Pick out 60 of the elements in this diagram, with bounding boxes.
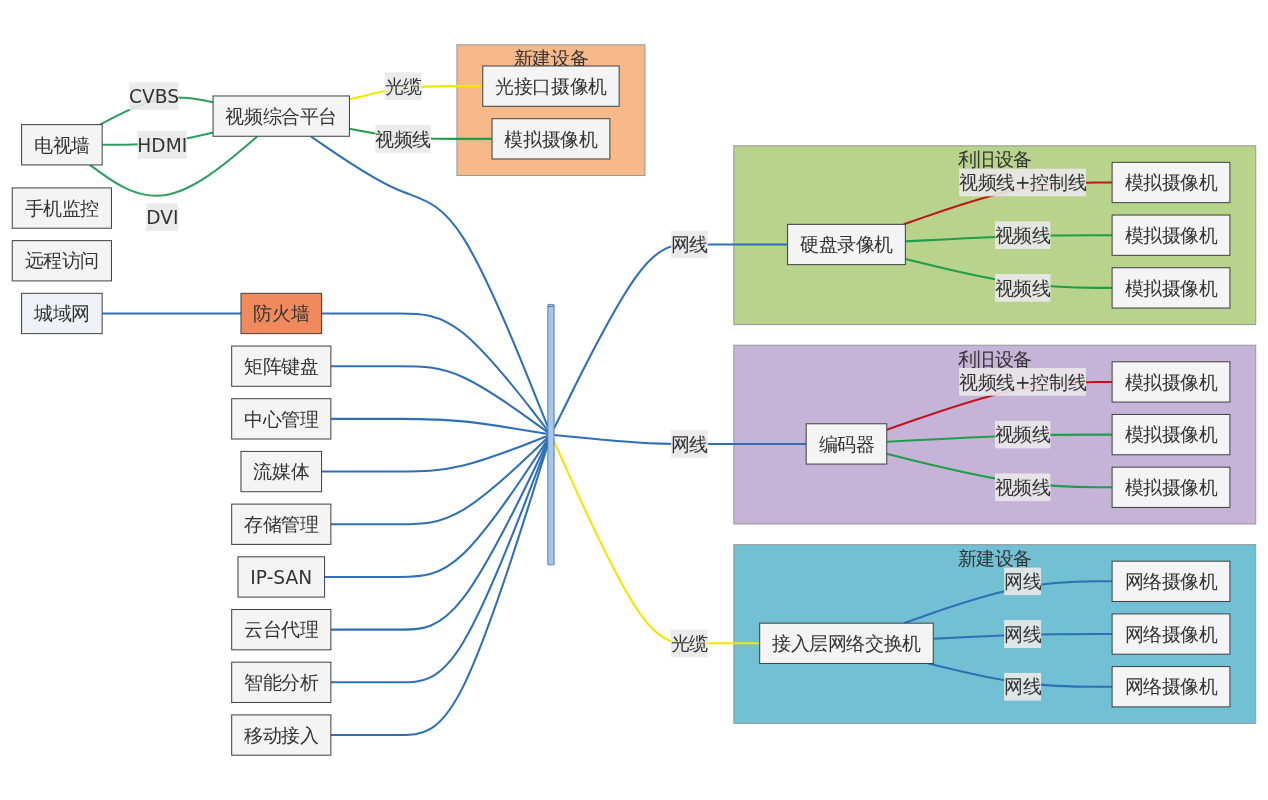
edge-label: DVI xyxy=(146,206,179,228)
connector xyxy=(102,312,241,315)
node-box: 网络摄像机 xyxy=(1111,613,1231,655)
node-box: 存储管理 xyxy=(231,503,332,545)
node-box: 智能分析 xyxy=(231,661,332,703)
node-box: 接入层网络交换机 xyxy=(759,622,934,664)
node-box: 中心管理 xyxy=(231,398,332,440)
edge-label: 视频线 xyxy=(994,476,1051,499)
edge-label: 视频线 xyxy=(375,127,432,150)
node-box: 硬盘录像机 xyxy=(787,223,906,266)
node-box: 网络摄像机 xyxy=(1111,666,1231,708)
node-box: 手机监控 xyxy=(11,187,112,229)
edge-label: 光缆 xyxy=(384,75,422,97)
edge-label: 网线 xyxy=(1004,675,1042,698)
connector xyxy=(330,444,549,737)
edge-label: 网线 xyxy=(670,433,709,455)
node-box: 矩阵键盘 xyxy=(231,345,332,387)
connector xyxy=(330,442,549,684)
connector xyxy=(330,365,549,434)
edge-label: 网线 xyxy=(1004,570,1042,593)
edge-label: 视频线 xyxy=(994,224,1051,247)
node-box: 模拟摄像机 xyxy=(1111,267,1231,309)
node-box: 模拟摄像机 xyxy=(1111,214,1231,256)
connector xyxy=(330,417,549,436)
node-box: 城域网 xyxy=(21,292,103,335)
node-box: 网络摄像机 xyxy=(1111,560,1231,602)
connector xyxy=(330,440,549,631)
node-box: 视频综合平台 xyxy=(212,95,350,137)
connector xyxy=(330,436,549,526)
node-box: 远程访问 xyxy=(11,240,112,282)
node-box: 光接口摄像机 xyxy=(482,65,620,107)
edge-label: 视频线 xyxy=(994,423,1051,446)
node-box: 移动接入 xyxy=(231,714,332,756)
node-box: 电视墙 xyxy=(21,124,103,166)
connector xyxy=(310,135,549,428)
node-box: 云台代理 xyxy=(231,608,332,651)
node-box: 模拟摄像机 xyxy=(1111,361,1231,403)
edge-label: 视频线+控制线 xyxy=(959,371,1087,393)
edge-label: 网线 xyxy=(670,233,709,256)
edge-label: 视频线+控制线 xyxy=(959,171,1087,194)
node-box: 流媒体 xyxy=(240,450,323,493)
connector xyxy=(553,243,788,429)
connector xyxy=(321,434,549,473)
edge-label: CVBS xyxy=(129,85,180,107)
edge-label: HDMI xyxy=(137,133,188,156)
node-box: 防火墙 xyxy=(240,292,323,335)
edge-label: 视频线 xyxy=(994,277,1051,299)
node-box: IP-SAN xyxy=(237,556,326,598)
connector xyxy=(89,135,259,197)
node-bar xyxy=(547,303,555,566)
edge-label: 光缆 xyxy=(670,632,709,655)
node-box: 模拟摄像机 xyxy=(491,118,611,160)
node-box: 模拟摄像机 xyxy=(1111,161,1231,204)
connector xyxy=(321,312,549,432)
connector xyxy=(553,441,760,645)
node-box: 模拟摄像机 xyxy=(1111,466,1231,508)
node-box: 模拟摄像机 xyxy=(1111,413,1231,456)
connector xyxy=(324,438,549,578)
node-box: 编码器 xyxy=(805,423,888,465)
edge-label: 网线 xyxy=(1004,623,1042,645)
